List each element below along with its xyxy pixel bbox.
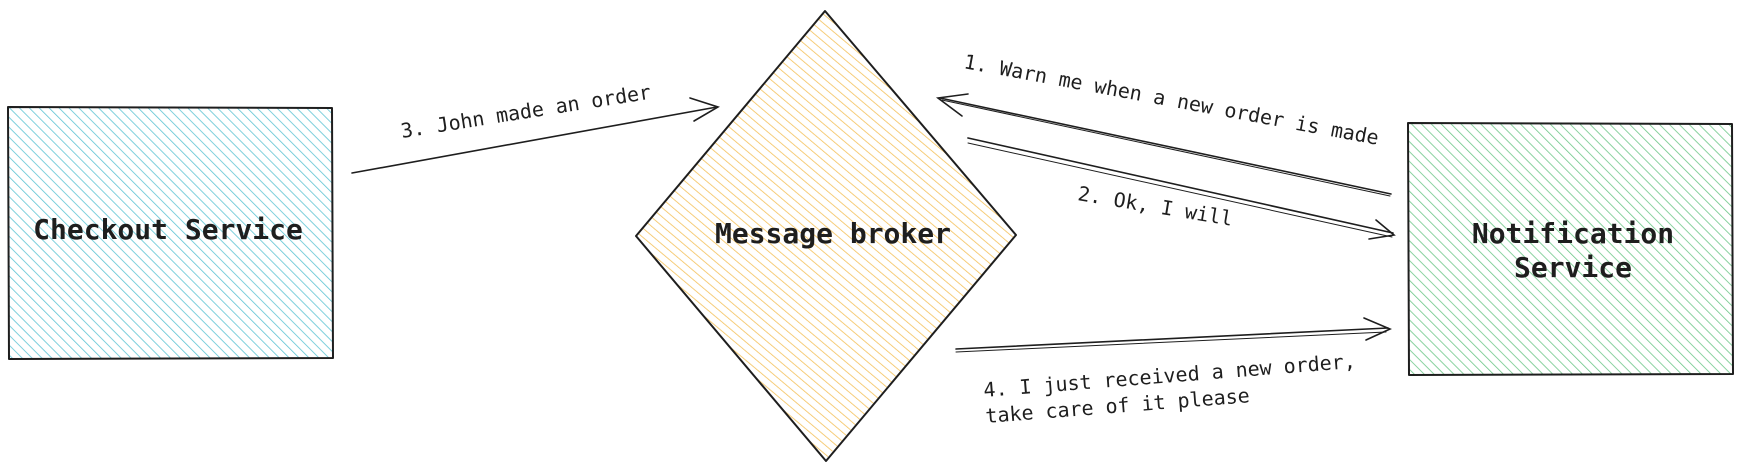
edge-label-step2: 2. Ok, I will — [1076, 181, 1234, 231]
edge-label-step3: 3. John made an order — [399, 80, 653, 143]
message-broker-label: Message broker — [715, 217, 951, 250]
arrow-shaft-sketch — [941, 99, 1391, 197]
message-broker-border — [635, 10, 1017, 462]
arrow-shaft — [939, 97, 1392, 195]
notification-service-node: Notification Service — [1407, 122, 1734, 376]
arrow-checkout-to-broker: 3. John made an order — [351, 80, 720, 174]
arrow-head — [1363, 317, 1392, 341]
checkout-service-label: Checkout Service — [33, 213, 303, 246]
checkout-service-node: Checkout Service — [7, 106, 334, 360]
notification-service-label-line2: Service — [1514, 251, 1632, 284]
arrow-shaft — [351, 106, 718, 174]
arrow-head — [1368, 219, 1396, 240]
notification-service-fill — [1409, 124, 1732, 374]
arrow-broker-to-notification-order: 4. I just received a new order, take car… — [955, 317, 1392, 428]
arrow-notification-to-broker: 1. Warn me when a new order is made — [935, 49, 1392, 197]
arrow-shaft-sketch — [955, 331, 1387, 353]
edge-label-step1: 1. Warn me when a new order is made — [962, 49, 1381, 149]
arrow-head — [689, 97, 720, 122]
notification-service-label-line1: Notification — [1472, 217, 1674, 250]
checkout-service-border — [7, 106, 334, 360]
message-broker-node: Message broker — [635, 10, 1017, 462]
notification-service-border — [1407, 122, 1734, 376]
arrow-shaft — [955, 327, 1389, 350]
arrow-shaft-sketch — [967, 142, 1393, 238]
arrow-shaft — [967, 137, 1394, 234]
checkout-service-fill — [9, 108, 332, 358]
arrow-head — [935, 93, 969, 117]
arrow-broker-to-notification: 2. Ok, I will — [967, 137, 1396, 240]
